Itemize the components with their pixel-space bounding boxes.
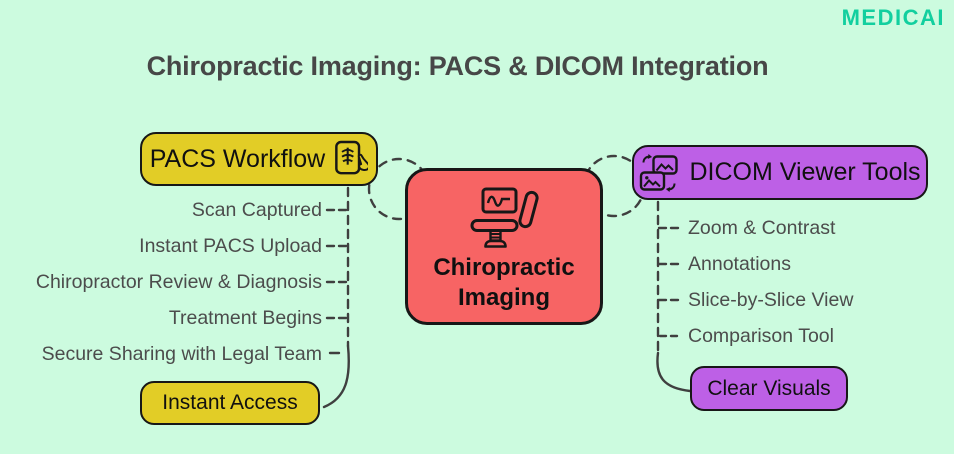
list-item: Secure Sharing with Legal Team — [41, 343, 322, 365]
spine-xray-scan-icon — [335, 140, 369, 175]
page-title: Chiropractic Imaging: PACS & DICOM Integ… — [146, 51, 769, 81]
instant-access-node: Instant Access — [140, 381, 320, 425]
dicom-viewer-tools-node: DICOM Viewer Tools — [632, 145, 928, 200]
dicom-viewer-tools-label: DICOM Viewer Tools — [689, 158, 921, 186]
pacs-workflow-steps: Scan Captured Instant PACS Upload Chirop… — [20, 192, 322, 372]
chiropractic-imaging-label: Chiropractic Imaging — [433, 254, 575, 311]
list-item: Scan Captured — [191, 199, 322, 221]
instant-access-label: Instant Access — [162, 391, 298, 414]
dicom-viewer-features: Zoom & Contrast Annotations Slice-by-Sli… — [688, 210, 938, 354]
list-item: Instant PACS Upload — [139, 235, 322, 257]
clear-visuals-label: Clear Visuals — [707, 376, 831, 400]
chiropractic-imaging-node: Chiropractic Imaging — [405, 168, 603, 325]
image-compare-icon — [640, 153, 679, 192]
list-item: Slice-by-Slice View — [688, 289, 854, 311]
pacs-workflow-label: PACS Workflow — [149, 144, 326, 173]
list-item: Zoom & Contrast — [688, 217, 836, 239]
chiropractic-table-monitor-icon — [470, 187, 539, 249]
list-item: Comparison Tool — [688, 325, 834, 347]
clear-visuals-node: Clear Visuals — [690, 366, 848, 411]
list-item: Treatment Begins — [168, 307, 322, 329]
list-item: Chiropractor Review & Diagnosis — [35, 271, 322, 293]
pacs-workflow-node: PACS Workflow — [140, 132, 378, 186]
list-item: Annotations — [688, 253, 791, 275]
medicai-logo: MEDICAI — [841, 5, 945, 30]
